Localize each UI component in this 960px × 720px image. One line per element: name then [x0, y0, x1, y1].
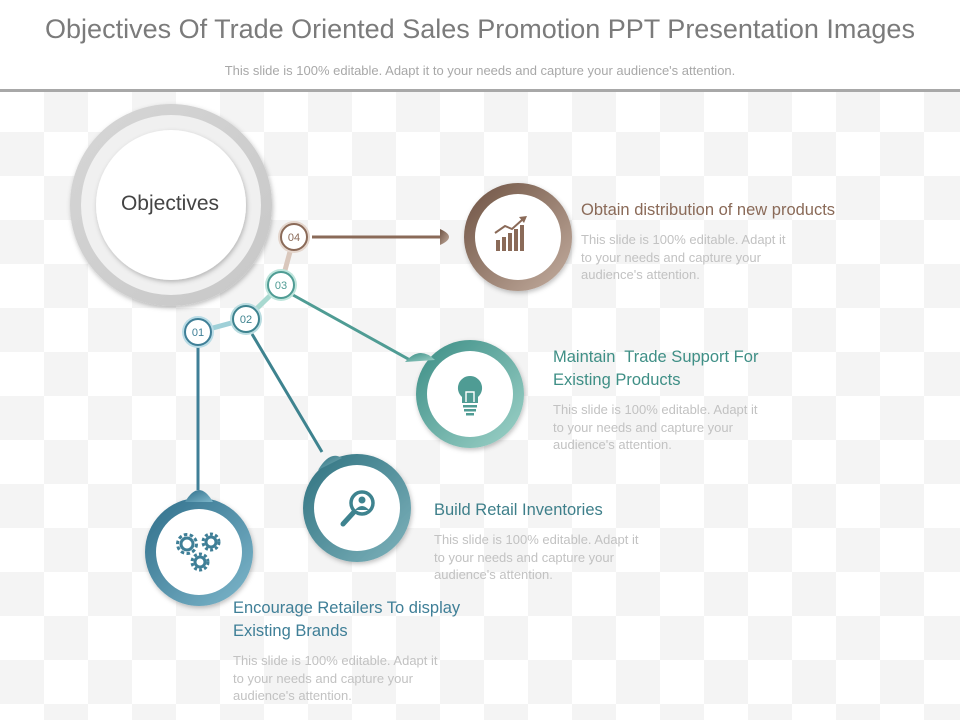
step-1-desc-line2: to your needs and capture your [233, 670, 413, 686]
step-2-heading: Build Retail Inventories [434, 499, 603, 522]
magnifier-person-icon [340, 490, 375, 527]
step-4-desc-line2: to your needs and capture your [581, 249, 761, 265]
step-4-description: This slide is 100% editable. Adapt it to… [581, 231, 821, 284]
lightbulb-icon [457, 375, 483, 416]
marker-02-label: 02 [240, 314, 252, 326]
step-2-desc-line2: to your needs and capture your [434, 549, 614, 565]
step-3-node [405, 340, 524, 448]
step-3-desc-line1: This slide is 100% editable. Adapt it [553, 402, 758, 417]
marker-01-label: 01 [192, 327, 204, 339]
step-2-heading-line1: Build Retail Inventories [434, 501, 603, 519]
step-3-heading: Maintain Trade Support For Existing Prod… [553, 346, 758, 392]
step-1-node [145, 490, 253, 606]
step-1-heading-line2: Existing Brands [233, 622, 348, 640]
marker-03: 03 [265, 269, 297, 301]
step-2-node [303, 454, 411, 562]
step-1-description: This slide is 100% editable. Adapt it to… [233, 652, 473, 705]
step-3-desc-line3: audience's attention. [553, 437, 672, 452]
objectives-hub [70, 104, 272, 306]
marker-03-label: 03 [275, 280, 287, 292]
slide-title: Objectives Of Trade Oriented Sales Promo… [45, 14, 915, 44]
marker-01: 01 [182, 316, 214, 348]
gears-icon [176, 532, 221, 572]
step-3-desc-line2: to your needs and capture your [553, 419, 733, 435]
step-3-heading-line1: Maintain Trade Support For [553, 348, 759, 366]
header-divider [0, 89, 960, 92]
marker-02: 02 [230, 303, 262, 335]
step-1-desc-line3: audience's attention. [233, 688, 352, 703]
step-3-heading-line2: Existing Products [553, 371, 681, 389]
step-4-desc-line3: audience's attention. [581, 267, 700, 282]
growth-chart-icon [494, 216, 527, 251]
header: Objectives Of Trade Oriented Sales Promo… [0, 0, 960, 90]
step-2-desc-line3: audience's attention. [434, 567, 553, 582]
step-4-node [440, 183, 572, 291]
step-4-heading-line1: Obtain distribution of new products [581, 201, 836, 219]
objectives-label: Objectives [120, 192, 220, 215]
step-1-heading: Encourage Retailers To display Existing … [233, 597, 460, 643]
step-3-description: This slide is 100% editable. Adapt it to… [553, 401, 793, 454]
marker-04: 04 [278, 221, 310, 253]
step-1-desc-line1: This slide is 100% editable. Adapt it [233, 653, 438, 668]
step-2-description: This slide is 100% editable. Adapt it to… [434, 531, 674, 584]
marker-04-label: 04 [288, 232, 300, 244]
step-4-heading: Obtain distribution of new products [581, 199, 835, 222]
step-4-desc-line1: This slide is 100% editable. Adapt it [581, 232, 786, 247]
slide-subtitle: This slide is 100% editable. Adapt it to… [224, 63, 736, 78]
step-2-desc-line1: This slide is 100% editable. Adapt it [434, 532, 639, 547]
step-1-heading-line1: Encourage Retailers To display [233, 599, 461, 617]
